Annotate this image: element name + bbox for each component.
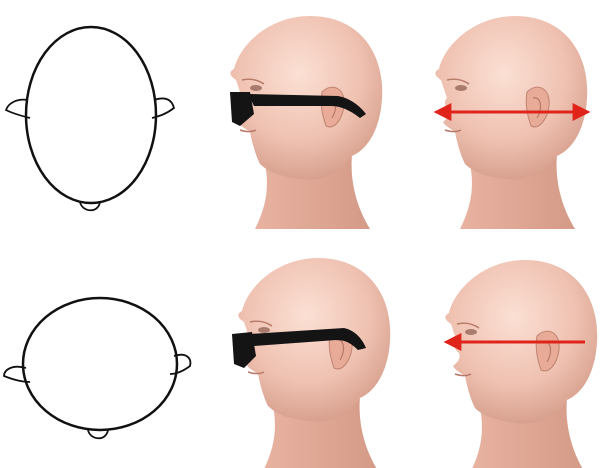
top-view-head-outline-icon: [4, 298, 190, 438]
row-1-head-shape: [6, 16, 587, 229]
side-view-head-with-glasses: [230, 16, 382, 229]
row-2-head-shape: [4, 258, 597, 468]
top-view-head-outline-icon: [6, 27, 174, 210]
side-view-head-with-glasses: [232, 258, 390, 468]
side-view-head-with-measure-arrow: [435, 16, 587, 229]
side-view-head-with-measure-arrow: [445, 260, 597, 468]
